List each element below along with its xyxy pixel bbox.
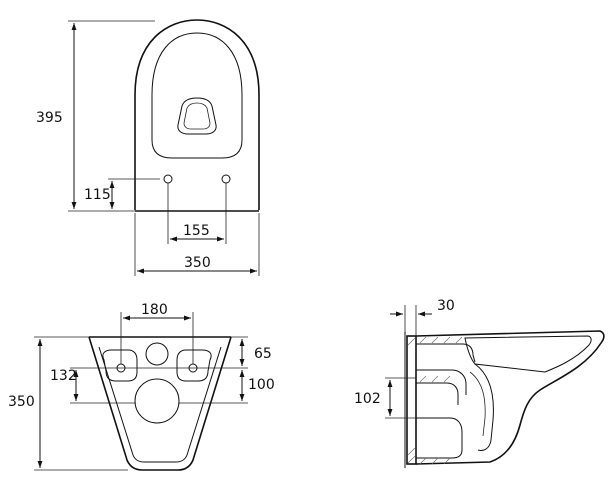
side-top-rim bbox=[415, 330, 605, 465]
dim-label-132: 132 bbox=[50, 368, 77, 384]
side-outlet-lower bbox=[416, 382, 459, 405]
dim-label-30: 30 bbox=[437, 298, 455, 314]
dim-label-395: 395 bbox=[36, 110, 63, 126]
front-outlet-opening bbox=[134, 378, 180, 424]
side-mount-flange bbox=[406, 335, 417, 465]
side-view: 30 102 bbox=[354, 298, 605, 468]
seat-inner-outline bbox=[151, 32, 243, 159]
flush-opening-inner bbox=[183, 102, 211, 130]
front-bowl-outer bbox=[88, 336, 232, 471]
mounting-hole-left bbox=[163, 174, 173, 184]
bowl-outline-top bbox=[134, 19, 260, 210]
top-view: 395 115 155 350 bbox=[36, 19, 260, 276]
front-view: 180 65 100 132 350 bbox=[8, 302, 275, 471]
flush-opening-outline bbox=[177, 97, 217, 135]
side-bowl-curve-inner bbox=[469, 371, 486, 437]
side-flange-hatch bbox=[407, 337, 416, 464]
front-mount-slot-right bbox=[176, 349, 212, 382]
side-bowl-inner bbox=[464, 335, 592, 373]
dim-label-180: 180 bbox=[141, 302, 168, 318]
front-bowl-inner bbox=[98, 346, 222, 463]
dim-label-65: 65 bbox=[254, 346, 272, 362]
side-top-band-hatch bbox=[419, 336, 463, 344]
side-outlet-hatch bbox=[419, 375, 451, 465]
side-outlet-upper bbox=[416, 369, 467, 395]
mounting-hole-right bbox=[221, 174, 231, 184]
front-mount-slot-left bbox=[102, 349, 138, 382]
dim-label-102: 102 bbox=[354, 391, 381, 407]
dim-label-155: 155 bbox=[183, 223, 210, 239]
side-bowl-curve bbox=[474, 363, 494, 451]
dim-label-350-front: 350 bbox=[8, 394, 35, 410]
side-top-band bbox=[416, 343, 476, 363]
front-inlet-opening bbox=[145, 342, 169, 366]
dim-label-350-top: 350 bbox=[184, 255, 211, 271]
dim-label-115: 115 bbox=[84, 187, 111, 203]
dim-label-100: 100 bbox=[248, 377, 275, 393]
side-lower-channel bbox=[416, 417, 463, 459]
